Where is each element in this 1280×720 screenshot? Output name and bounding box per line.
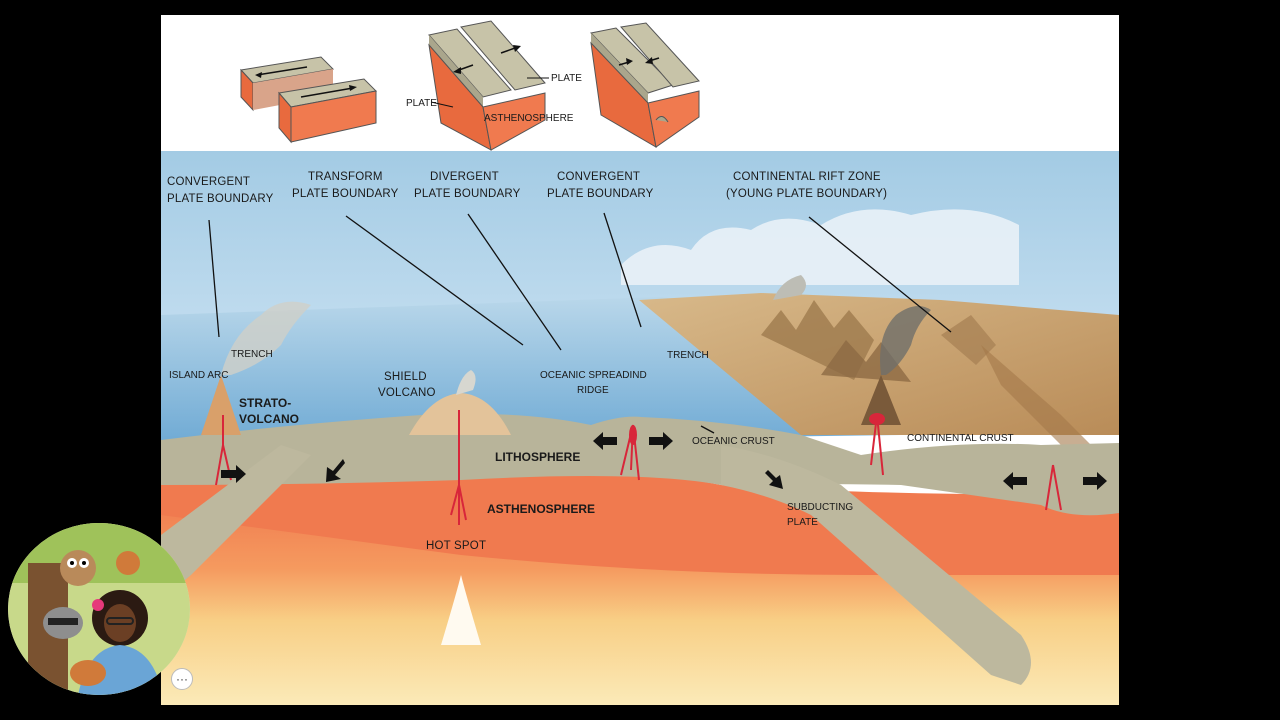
- convergent-left-label-2: PLATE BOUNDARY: [167, 193, 274, 205]
- more-options-button[interactable]: ···: [171, 668, 193, 690]
- asthenosphere-label: ASTHENOSPHERE: [487, 502, 595, 516]
- rift-label-1: CONTINENTAL RIFT ZONE: [733, 171, 881, 183]
- continental-crust-label: CONTINENTAL CRUST: [907, 433, 1014, 444]
- transform-label-2: PLATE BOUNDARY: [292, 188, 399, 200]
- shield-volcano-label-1: SHIELD: [384, 371, 427, 383]
- transform-block: [240, 56, 378, 144]
- oceanic-crust-label: OCEANIC CRUST: [692, 436, 775, 447]
- presenter-avatar: [8, 523, 190, 695]
- subducting-plate-label-2: PLATE: [787, 517, 818, 528]
- hot-spot-label: HOT SPOT: [426, 540, 486, 552]
- transform-label-1: TRANSFORM: [308, 171, 383, 183]
- feature-labels: TRENCH ISLAND ARC STRATO- VOLCANO SHIELD…: [169, 349, 1014, 552]
- strato-volcano-label-2: VOLCANO: [239, 412, 299, 426]
- island-arc-label: ISLAND ARC: [169, 370, 228, 381]
- subducting-plate-label-1: SUBDUCTING: [787, 502, 853, 513]
- top-asthenosphere-label: ASTHENOSPHERE: [484, 113, 574, 124]
- trench-left-label: TRENCH: [231, 349, 273, 360]
- shield-volcano-label-2: VOLCANO: [378, 387, 436, 399]
- top-plate-label-left: PLATE: [406, 98, 437, 109]
- leader-lines: [208, 212, 952, 434]
- convergent-right-label-1: CONVERGENT: [557, 171, 640, 183]
- trench-right-label: TRENCH: [667, 350, 709, 361]
- top-plate-label-right: PLATE: [551, 73, 582, 84]
- plate-tectonics-slide: PLATE PLATE ASTHENOSPHERE: [161, 15, 1119, 705]
- boundary-labels: CONVERGENT PLATE BOUNDARY TRANSFORM PLAT…: [167, 171, 887, 205]
- rift-label-2: (YOUNG PLATE BOUNDARY): [726, 188, 887, 200]
- plate-tectonics-diagram: PLATE PLATE ASTHENOSPHERE: [161, 20, 1119, 705]
- ridge-label-1: OCEANIC SPREADIND: [540, 370, 647, 381]
- ridge-label-2: RIDGE: [577, 385, 609, 396]
- avatar-illustration: [8, 523, 190, 695]
- divergent-label-1: DIVERGENT: [430, 171, 499, 183]
- convergent-block: [590, 22, 700, 148]
- lithosphere-label: LITHOSPHERE: [495, 450, 580, 464]
- motion-arrows: [221, 432, 1107, 490]
- convergent-left-label-1: CONVERGENT: [167, 176, 250, 188]
- divergent-label-2: PLATE BOUNDARY: [414, 188, 521, 200]
- convergent-right-label-2: PLATE BOUNDARY: [547, 188, 654, 200]
- divergent-block: PLATE PLATE ASTHENOSPHERE: [406, 20, 582, 151]
- strato-volcano-label-1: STRATO-: [239, 396, 291, 410]
- cross-section: [161, 151, 1119, 705]
- top-block-diagrams: PLATE PLATE ASTHENOSPHERE: [240, 20, 700, 151]
